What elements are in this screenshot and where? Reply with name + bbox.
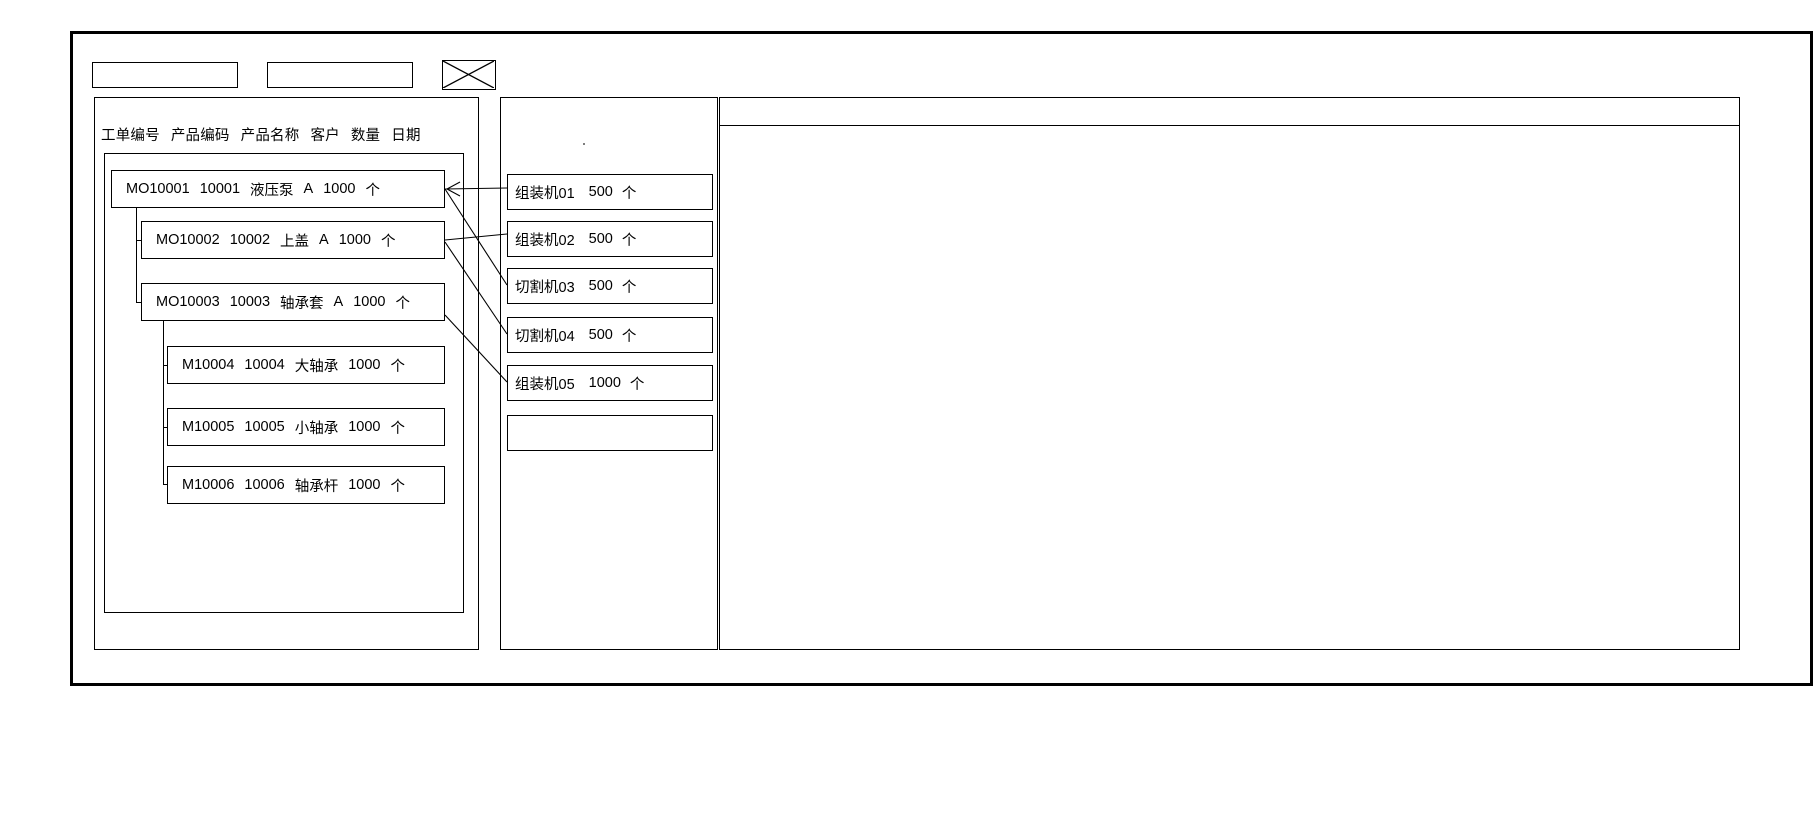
- row-order-no: M10005: [182, 419, 235, 435]
- row-product-name: 大轴承: [294, 358, 339, 375]
- machine-qty: 500: [588, 184, 613, 200]
- column-header-customer: 客户: [310, 127, 340, 144]
- list-item[interactable]: 组装机01 500 个: [507, 174, 713, 210]
- decorative-dot: [583, 143, 585, 145]
- row-unit: 个: [390, 358, 406, 375]
- list-item[interactable]: 切割机04 500 个: [507, 317, 713, 353]
- column-header-product-code: 产品编码: [170, 127, 230, 144]
- column-header-quantity: 数量: [350, 127, 381, 144]
- table-row[interactable]: M10005 10005 小轴承 1000 个: [167, 408, 445, 446]
- row-unit: 个: [365, 182, 380, 199]
- machine-qty: 500: [588, 278, 613, 294]
- machine-qty: 500: [588, 231, 613, 247]
- detail-panel: [719, 97, 1740, 650]
- machine-qty: 1000: [588, 375, 621, 391]
- machine-unit: 个: [629, 376, 645, 393]
- row-quantity: 1000: [323, 181, 356, 197]
- row-unit: 个: [395, 295, 410, 312]
- row-quantity: 1000: [338, 232, 371, 248]
- row-quantity: 1000: [348, 357, 381, 373]
- row-customer: A: [319, 232, 329, 248]
- detail-panel-header-rule: [720, 125, 1739, 126]
- row-order-no: MO10003: [156, 294, 220, 310]
- row-unit: 个: [380, 233, 396, 250]
- row-product-name: 小轴承: [294, 420, 339, 437]
- column-header-order-no: 工单编号: [101, 127, 160, 144]
- row-customer: A: [303, 181, 314, 197]
- toolbar-input-1[interactable]: [92, 62, 238, 88]
- table-row[interactable]: MO10002 10002 上盖 A 1000 个: [141, 221, 445, 259]
- machine-name: 组装机02: [515, 232, 575, 249]
- machine-unit: 个: [621, 328, 637, 345]
- machine-unit: 个: [621, 232, 637, 249]
- row-unit: 个: [390, 478, 406, 495]
- row-order-no: MO10001: [126, 181, 190, 197]
- row-product-name: 轴承杆: [294, 478, 339, 495]
- table-row[interactable]: MO10003 10003 轴承套 A 1000 个: [141, 283, 445, 321]
- work-order-column-headers: 工单编号 产品编码 产品名称 客户 数量 日期: [101, 124, 473, 144]
- list-item[interactable]: 组装机05 1000 个: [507, 365, 713, 401]
- toolbar: [92, 60, 496, 90]
- row-product-code: 10005: [244, 419, 285, 435]
- row-quantity: 1000: [348, 419, 381, 435]
- machine-unit: 个: [621, 185, 637, 202]
- crossed-box-placeholder-icon[interactable]: [442, 60, 496, 90]
- row-quantity: 1000: [353, 294, 386, 310]
- row-order-no: M10004: [182, 357, 235, 373]
- table-row[interactable]: M10006 10006 轴承杆 1000 个: [167, 466, 445, 504]
- row-product-name: 液压泵: [250, 182, 294, 199]
- machine-name: 组装机01: [515, 185, 575, 202]
- machine-unit: 个: [621, 279, 637, 296]
- row-product-code: 10004: [244, 357, 285, 373]
- table-row[interactable]: MO10001 10001 液压泵 A 1000 个: [111, 170, 445, 208]
- row-product-code: 10001: [199, 181, 241, 197]
- list-item[interactable]: 切割机03 500 个: [507, 268, 713, 304]
- toolbar-input-2[interactable]: [267, 62, 413, 88]
- machine-name: 组装机05: [515, 376, 575, 393]
- row-order-no: M10006: [182, 477, 235, 493]
- table-row[interactable]: M10004 10004 大轴承 1000 个: [167, 346, 445, 384]
- row-order-no: MO10002: [156, 232, 220, 248]
- row-customer: A: [333, 294, 344, 310]
- tree-branch-level2: [163, 310, 178, 485]
- machine-name: 切割机04: [515, 328, 575, 345]
- column-header-date: 日期: [391, 127, 421, 144]
- list-item[interactable]: 组装机02 500 个: [507, 221, 713, 257]
- row-product-code: 10006: [244, 477, 285, 493]
- row-unit: 个: [390, 420, 406, 437]
- row-product-name: 上盖: [280, 233, 310, 250]
- tree-branch-level1: [136, 208, 151, 303]
- row-product-name: 轴承套: [280, 295, 324, 312]
- machine-name: 切割机03: [515, 279, 575, 296]
- row-quantity: 1000: [348, 477, 381, 493]
- list-item[interactable]: [507, 415, 713, 451]
- column-header-product-name: 产品名称: [240, 127, 300, 144]
- row-product-code: 10003: [229, 294, 271, 310]
- row-product-code: 10002: [229, 232, 271, 248]
- machine-qty: 500: [588, 327, 613, 343]
